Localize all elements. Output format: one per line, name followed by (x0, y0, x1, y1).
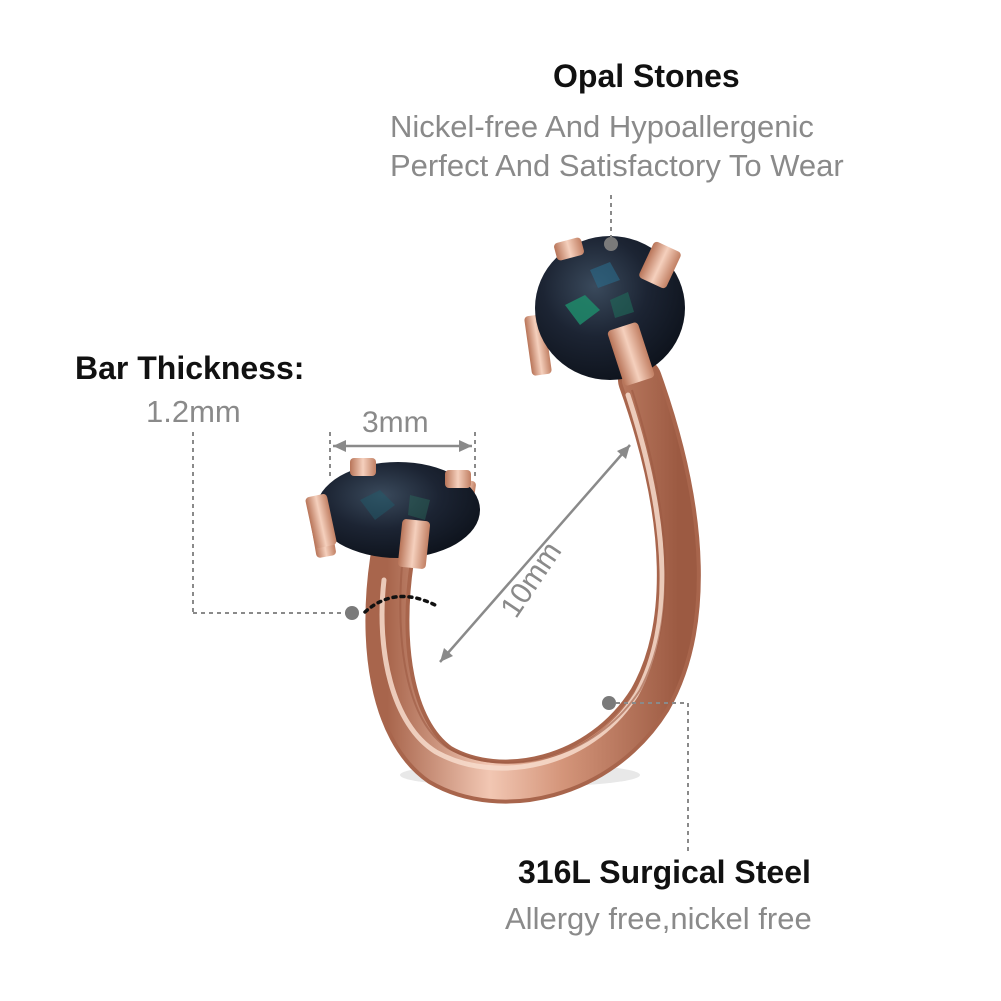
right-opal-setting (524, 236, 685, 386)
horseshoe-bar-shine (379, 392, 665, 771)
surgical-steel-title: 316L Surgical Steel (518, 854, 811, 890)
left-opal-setting (305, 458, 480, 569)
opal-pointer-dot (604, 237, 618, 251)
horseshoe-bar-groove (399, 389, 667, 764)
dim-10mm-arrowhead-top (617, 445, 630, 459)
dim-10mm-arrow-line (439, 444, 631, 663)
opal-stones-line-1: Nickel-free And Hypoallergenic (390, 109, 814, 144)
surgical-steel-subtitle: Allergy free,nickel free (505, 901, 812, 936)
bar-thickness-value: 1.2mm (146, 394, 241, 429)
bar-thickness-pointer-dot (345, 606, 359, 620)
opal-stones-title: Opal Stones (553, 58, 740, 94)
dim-3mm-arrowhead-right (459, 440, 472, 452)
bar-thickness-arc (363, 594, 437, 614)
dim-10mm-arrowhead-bottom (440, 648, 453, 662)
bar-thickness-title: Bar Thickness: (75, 350, 305, 386)
stone-width-dimension: 3mm (362, 406, 429, 439)
steel-pointer-dot (602, 696, 616, 710)
dim-3mm-arrowhead-left (333, 440, 346, 452)
opal-stones-line-2: Perfect And Satisfactory To Wear (390, 148, 844, 183)
